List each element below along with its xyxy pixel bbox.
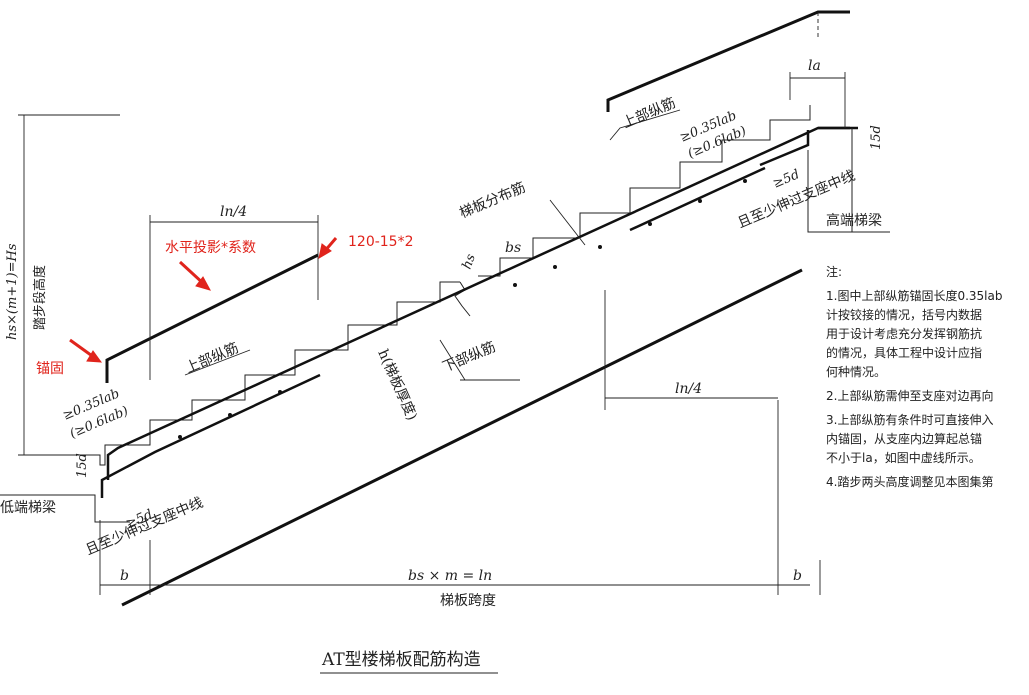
distribution-bar-dots (178, 179, 747, 439)
label-span: 梯板跨度 (440, 593, 496, 609)
label-span-formula: bs × m = ln (408, 568, 492, 584)
label-high-beam: 高端梯梁 (826, 212, 882, 229)
notes-line-5: 何种情况。 (826, 365, 886, 379)
label-distribution-bar: 梯板分布筋 (457, 179, 528, 222)
red-arrows (69, 237, 338, 363)
label-upper-bar-top: 上部纵筋 (620, 94, 678, 132)
low-beam-outline (0, 494, 130, 523)
label-hs: hs (460, 252, 479, 272)
notes-line-4: 的情况，具体工程中设计应指 (826, 345, 982, 360)
label-b-right: b (793, 568, 802, 584)
upper-bar-right (629, 166, 766, 232)
notes-line-9: 不小于la，如图中虚线所示。 (826, 450, 981, 465)
label-slab-thickness: h(梯板厚度) (374, 347, 420, 423)
top-anchor-bar (759, 130, 810, 167)
label-15d-bottom: 15d (75, 453, 90, 478)
label-ln4-bottom: ln/4 (675, 381, 702, 397)
notes-line-10: 4.踏步两头高度调整见本图集第 (826, 474, 993, 489)
label-height: 踏步段高度 (32, 265, 48, 330)
upper-bar-anchor-right (606, 10, 850, 112)
annotation-anchor: 锚固 (36, 361, 64, 377)
upper-bar-anchor-left (105, 253, 319, 383)
notes-line-7: 3.上部纵筋有条件时可直接伸入 (826, 412, 993, 427)
label-ln4-top: ln/4 (220, 204, 247, 220)
label-5d-top: ≥5d (771, 167, 802, 192)
notes-line-3: 用于设计考虑充分发挥钢筋抗 (826, 326, 982, 341)
label-15d-top: 15d (869, 125, 884, 150)
leader-lines (184, 109, 681, 381)
label-b-left: b (120, 568, 129, 584)
label-lower-bar: 下部纵筋 (440, 338, 498, 376)
break-symbol (454, 281, 471, 317)
label-upper-bar-bottom: 上部纵筋 (183, 339, 241, 377)
upper-bar-left (100, 373, 321, 498)
label-height-formula: hs×(m+1)=Hs (5, 243, 20, 340)
annotation-horizontal-projection: 水平投影*系数 (165, 240, 256, 256)
label-la: la (808, 58, 821, 74)
step-profile-upper (478, 105, 811, 277)
notes-heading: 注: (826, 264, 842, 279)
label-low-beam: 低端梯梁 (0, 500, 56, 516)
slab-soffit-line (121, 268, 803, 607)
notes-line-8: 内锚固，从支座内边算起总锚 (826, 431, 982, 446)
label-bs: bs (505, 240, 521, 256)
notes-line-1: 1.图中上部纵筋锚固长度0.35lab (826, 288, 1002, 303)
annotation-dimension: 120-15*2 (348, 234, 414, 250)
label-support-bottom: 且至少伸过支座中线 (83, 495, 205, 559)
step-profile-lower (70, 281, 460, 466)
notes-line-6: 2.上部纵筋需伸至支座对边再向 (826, 388, 993, 403)
notes-line-2: 计按铰接的情况，括号内数据 (826, 307, 982, 322)
diagram-title: AT型楼梯板配筋构造 (321, 650, 481, 670)
high-beam-outline (807, 150, 890, 233)
